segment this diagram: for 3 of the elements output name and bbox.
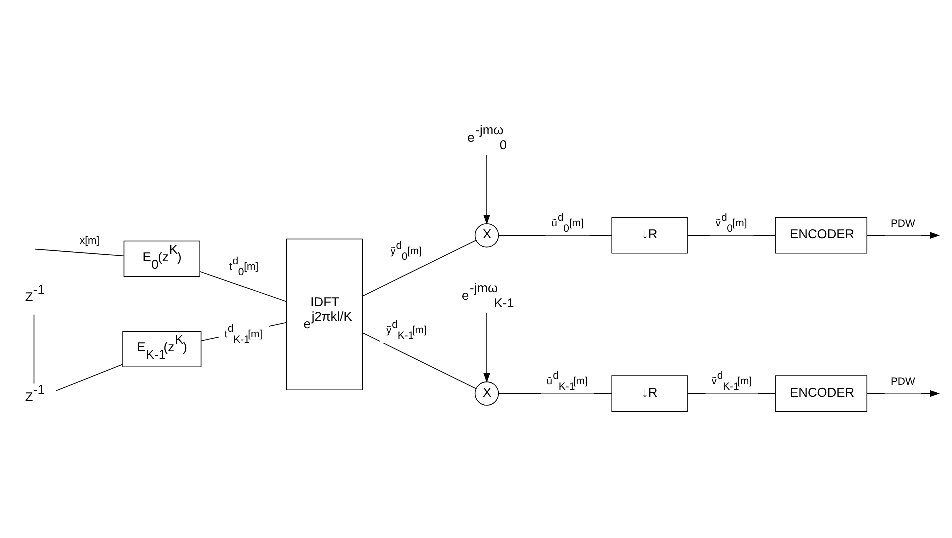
edge-label: PDW (890, 376, 916, 388)
edge-label: x[m] (80, 235, 100, 246)
edge-label: PDW (890, 218, 916, 230)
